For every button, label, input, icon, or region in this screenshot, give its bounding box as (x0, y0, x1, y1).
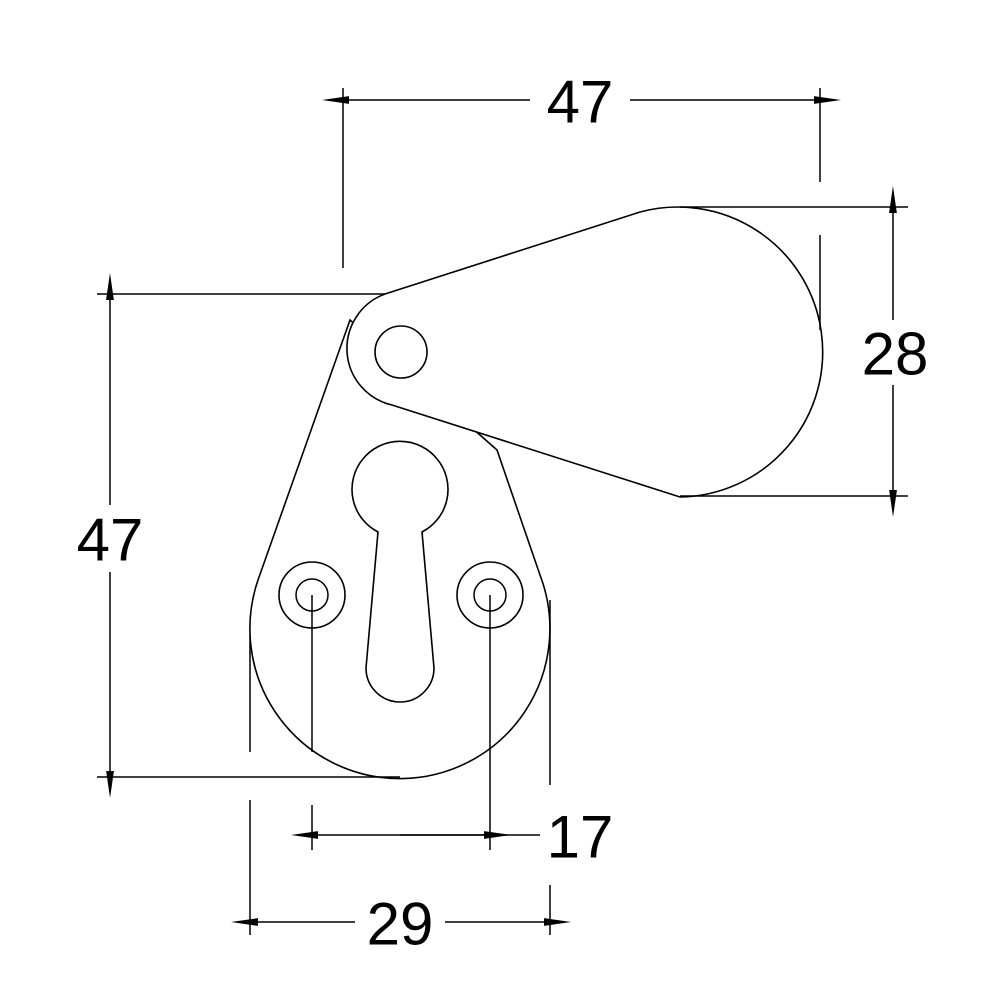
dimension-screw-spacing: 17 (291, 804, 614, 871)
extension-lines (97, 88, 908, 935)
pivot-hole (374, 325, 428, 379)
dimension-cover-height: 28 (862, 186, 929, 517)
dimension-overall-height: 47 (77, 273, 144, 798)
dimension-base-width: 29 (231, 891, 571, 958)
dimension-label: 47 (547, 69, 614, 136)
dimension-label: 47 (77, 507, 144, 574)
dimension-label: 17 (547, 804, 614, 871)
swing-cover (346, 206, 824, 498)
dimension-label: 28 (862, 321, 929, 388)
dimension-cover-width: 47 (322, 69, 841, 136)
keyhole (351, 440, 449, 703)
dimension-label: 29 (367, 891, 434, 958)
